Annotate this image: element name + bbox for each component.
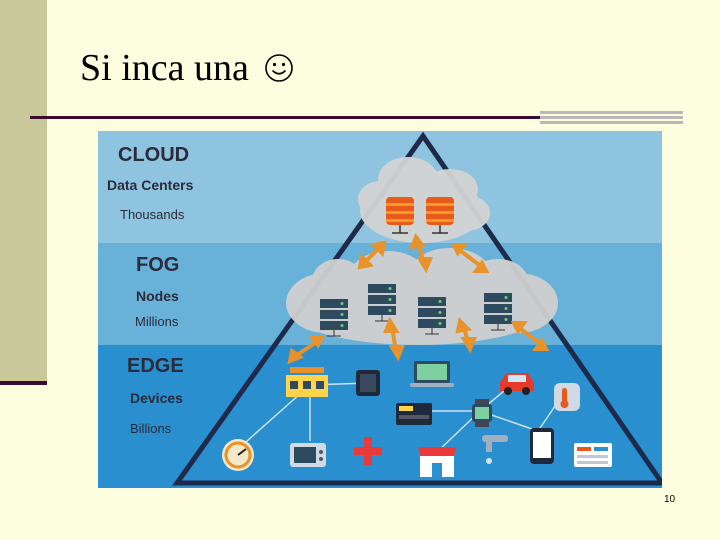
database-icon (426, 197, 454, 234)
slide-title-text: Si inca una (80, 47, 249, 89)
server-icon (368, 284, 396, 322)
faucet-icon (482, 435, 508, 464)
smartphone-icon (530, 428, 554, 464)
left-bar-divider (0, 381, 47, 385)
server-icon (320, 299, 348, 337)
gauge-icon (222, 439, 254, 471)
laptop-icon (410, 361, 454, 387)
page-number: 10 (664, 494, 676, 505)
dashboard-icon (574, 443, 612, 467)
fog-subtitle: Nodes (136, 288, 179, 304)
cloud-fog-edge-diagram: CLOUD Data Centers Thousands FOG Nodes M… (98, 131, 662, 488)
title-underline (30, 116, 540, 119)
factory-icon (286, 367, 328, 397)
server-icon (418, 297, 446, 335)
edge-subtitle: Devices (130, 390, 183, 406)
arrow-icons (287, 232, 550, 365)
slide-title: Si inca una (80, 46, 294, 93)
server-icon (484, 293, 512, 331)
monitor-icon (290, 443, 326, 467)
fog-title: FOG (136, 254, 180, 276)
cloud-count: Thousands (120, 207, 185, 222)
smartwatch-icon (472, 399, 492, 427)
card-reader-icon (396, 403, 432, 425)
shop-icon (418, 447, 456, 477)
fog-count: Millions (135, 314, 179, 329)
thermostat-icon (554, 383, 580, 411)
pyramid-graphic (172, 131, 662, 486)
cloud-subtitle: Data Centers (107, 177, 194, 193)
left-decorative-bar (0, 0, 47, 384)
title-underline-hatch (540, 111, 683, 124)
edge-count: Billions (130, 421, 172, 436)
database-icon (386, 197, 414, 234)
cloud-shape (358, 157, 490, 243)
edge-title: EDGE (127, 355, 184, 377)
medical-icon (354, 437, 382, 465)
tablet-icon (356, 370, 380, 396)
cloud-title: CLOUD (118, 144, 190, 166)
car-icon (500, 373, 534, 395)
smiley-icon (264, 49, 294, 93)
